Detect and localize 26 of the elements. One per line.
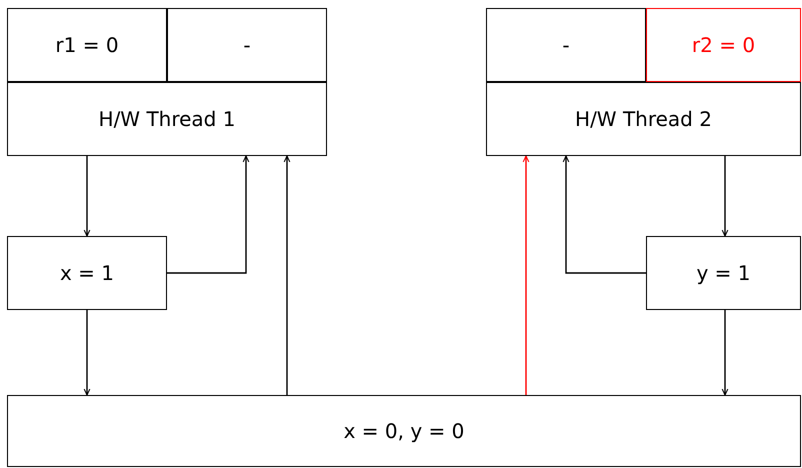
process-box	[7, 395, 801, 467]
arrow	[562, 155, 646, 274]
arrow	[722, 156, 728, 237]
process-box	[646, 236, 801, 310]
box-label: -	[562, 33, 570, 57]
arrow	[284, 155, 290, 395]
arrow	[722, 310, 728, 396]
process-box	[7, 236, 167, 310]
arrow	[167, 155, 250, 274]
box-label: y = 1	[696, 261, 751, 285]
box-label: -	[243, 33, 251, 57]
box-label: r1 = 0	[55, 33, 119, 57]
box-label: H/W Thread 2	[575, 107, 712, 131]
process-box	[486, 8, 646, 82]
process-box	[7, 8, 167, 82]
box-label: r2 = 0	[692, 33, 756, 57]
process-box	[646, 8, 801, 82]
process-box	[167, 8, 327, 82]
arrow	[522, 155, 530, 395]
process-box	[486, 82, 801, 156]
box-label: x = 0, y = 0	[344, 419, 464, 443]
process-box	[7, 82, 327, 156]
arrow	[84, 156, 90, 237]
box-label: H/W Thread 1	[98, 107, 236, 131]
box-label: x = 1	[60, 261, 114, 285]
arrow	[84, 310, 90, 396]
